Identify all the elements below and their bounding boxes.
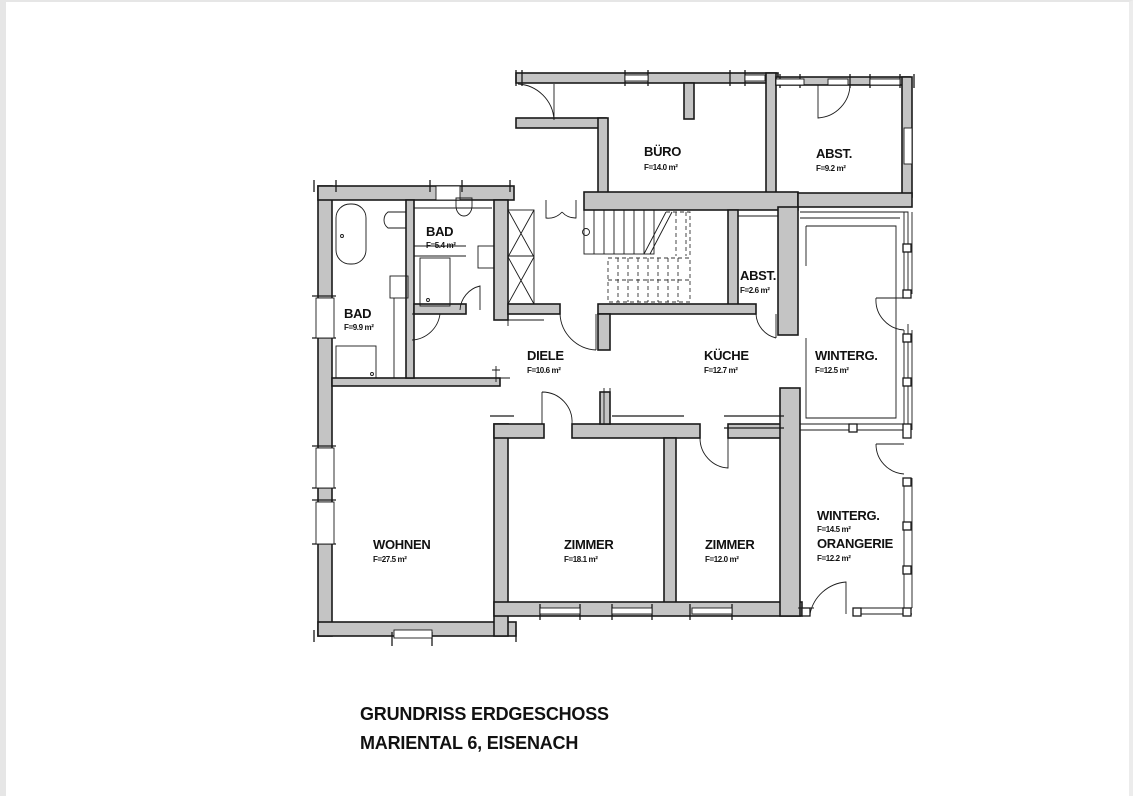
dimension-ticks [312,70,915,646]
toilet-icon-2 [455,197,473,217]
room-orangerie: ORANGERIE F=12.2 m² [817,536,894,563]
wall-north-bath [317,185,515,201]
wardrobe [507,209,535,305]
wall-abst2-west [727,209,739,307]
svg-text:BAD: BAD [344,306,371,321]
bath-fixtures [335,197,495,379]
wall-zimmer-north-2 [571,423,701,439]
svg-text:WINTERG.: WINTERG. [815,348,878,363]
wall-stair-stub [597,313,611,351]
wall-zimmer-north-3 [727,423,789,439]
svg-text:KÜCHE: KÜCHE [704,348,749,363]
room-winterg-1: WINTERG. F=12.5 m² [815,348,878,375]
wall-bad2-south [413,303,467,315]
room-bad-2: BAD F=5.4 m² [426,224,457,250]
wall-zimmer-east [779,387,801,617]
svg-text:BAD: BAD [426,224,453,239]
toilet-icon [383,211,407,229]
room-bad-1: BAD F=9.9 m² [344,306,375,332]
svg-text:F=12.5 m²: F=12.5 m² [815,366,849,375]
svg-text:F=27.5 m²: F=27.5 m² [373,555,407,564]
wall-zimmer-stub [599,391,611,425]
bathtub-icon [335,203,367,265]
svg-text:DIELE: DIELE [527,348,564,363]
room-winterg-2: WINTERG. F=14.5 m² [817,508,880,534]
svg-text:WOHNEN: WOHNEN [373,537,430,552]
svg-text:WINTERG.: WINTERG. [817,508,880,523]
svg-text:F=14.5 m²: F=14.5 m² [817,525,851,534]
sink-icon-2 [477,245,495,269]
room-wohnen: WOHNEN F=27.5 m² [373,537,431,564]
svg-text:F=12.7 m²: F=12.7 m² [704,366,738,375]
wintergarten-glazing [798,211,913,617]
wall-stair-north [583,191,799,211]
wall-buero-east [765,72,777,196]
windows [315,74,913,639]
wall-buero-stub [683,82,695,120]
wall-buero-entry [515,117,607,129]
wall-bad-divider [405,199,415,379]
svg-text:F=12.2 m²: F=12.2 m² [817,554,851,563]
room-labels: BAD F=9.9 m² BAD F=5.4 m² BÜRO F=14.0 m²… [344,144,894,564]
svg-text:F=5.4 m²: F=5.4 m² [426,241,456,250]
svg-text:ZIMMER: ZIMMER [564,537,614,552]
svg-text:ABST.: ABST. [816,146,852,161]
room-abst-2: ABST. F=2.6 m² [740,268,776,295]
svg-text:F=2.6 m²: F=2.6 m² [740,286,770,295]
svg-text:F=18.1 m²: F=18.1 m² [564,555,598,564]
shower-icon-2 [335,345,377,379]
staircase [582,209,691,303]
svg-text:F=14.0 m²: F=14.0 m² [644,163,678,172]
wall-buero-west [597,117,609,197]
plan-address: MARIENTAL 6, EISENACH [360,733,579,753]
wall-bad2-east [493,199,509,321]
svg-text:ORANGERIE: ORANGERIE [817,536,894,551]
interior-lines [490,209,778,424]
room-zimmer-1: ZIMMER F=18.1 m² [564,537,615,564]
doors [411,83,905,615]
wall-kitchen-winterg [777,206,799,336]
svg-text:F=12.0 m²: F=12.0 m² [705,555,739,564]
shower-icon [419,257,451,307]
wall-zimmer-divider [663,437,677,605]
wall-diele-stub [507,303,561,315]
room-kueche: KÜCHE F=12.7 m² [704,348,750,375]
wall-west [317,185,333,637]
room-buero: BÜRO F=14.0 m² [644,144,682,172]
wall-zimmer-north-1 [493,423,545,439]
wall-bad-wohnen [331,377,501,387]
svg-text:F=10.6 m²: F=10.6 m² [527,366,561,375]
room-diele: DIELE F=10.6 m² [527,348,565,375]
room-zimmer-2: ZIMMER F=12.0 m² [705,537,756,564]
sink-icon [389,275,409,299]
svg-text:F=9.2 m²: F=9.2 m² [816,164,846,173]
wall-stair-south [597,303,757,315]
svg-text:F=9.9 m²: F=9.9 m² [344,323,374,332]
svg-text:ZIMMER: ZIMMER [705,537,755,552]
svg-text:ABST.: ABST. [740,268,776,283]
svg-text:BÜRO: BÜRO [644,144,681,159]
room-abst-1: ABST. F=9.2 m² [816,146,852,173]
wall-abst-south [797,192,913,208]
plan-title: GRUNDRISS ERDGESCHOSS [360,704,609,724]
